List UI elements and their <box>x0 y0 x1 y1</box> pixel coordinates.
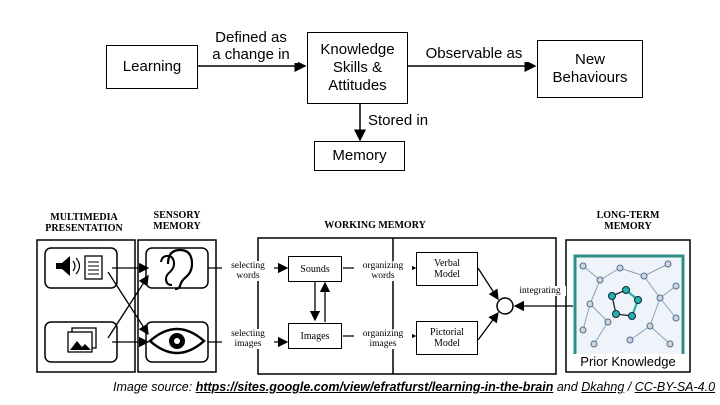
working-heading: WORKING MEMORY <box>324 220 426 231</box>
source-license-link[interactable]: CC-BY-SA-4.0 <box>634 380 716 394</box>
sounds-box: Sounds <box>288 256 342 282</box>
stored-in-label: Stored in <box>368 112 440 129</box>
verbal-model-box: Verbal Model <box>416 252 478 286</box>
observable-as-label: Observable as <box>418 45 530 62</box>
speaker-icon <box>56 256 81 276</box>
defined-as-label: Defined as a change in <box>204 29 298 63</box>
selecting-images-label: selecting images <box>222 329 274 349</box>
sensory-frame <box>137 239 217 373</box>
source-separator: / <box>624 380 635 394</box>
source-and: and <box>553 380 582 394</box>
knowledge-skills-attitudes-box: Knowledge Skills & Attitudes <box>307 32 408 104</box>
source-url-link[interactable]: https://sites.google.com/view/efratfurst… <box>195 380 554 394</box>
sensory-heading: SENSORY MEMORY <box>153 210 201 232</box>
images-box: Images <box>288 323 342 349</box>
multimedia-heading: MULTIMEDIA PRESENTATION <box>45 212 123 234</box>
integrating-label: integrating <box>514 286 566 296</box>
organizing-words-label: organizing words <box>354 261 412 281</box>
multimedia-frame <box>36 239 136 373</box>
memory-box: Memory <box>314 141 405 171</box>
organizing-images-label: organizing images <box>354 329 412 349</box>
ear-icon <box>160 248 194 291</box>
picture-stack-icon <box>67 327 97 353</box>
new-behaviours-box: New Behaviours <box>537 40 643 98</box>
knowledge-network-icon <box>573 254 685 358</box>
eye-icon <box>148 327 206 355</box>
integrating-node <box>496 297 514 315</box>
image-source-caption: Image source: https://sites.google.com/v… <box>113 380 715 394</box>
source-prefix: Image source: <box>113 380 196 394</box>
prior-knowledge-label: Prior Knowledge <box>567 354 689 369</box>
pictorial-model-box: Pictorial Model <box>416 321 478 355</box>
document-icon <box>84 255 103 280</box>
learning-box: Learning <box>106 45 198 89</box>
longterm-heading: LONG-TERM MEMORY <box>596 210 660 232</box>
source-author-link[interactable]: Dkahng <box>581 380 625 394</box>
selecting-words-label: selecting words <box>222 261 274 281</box>
